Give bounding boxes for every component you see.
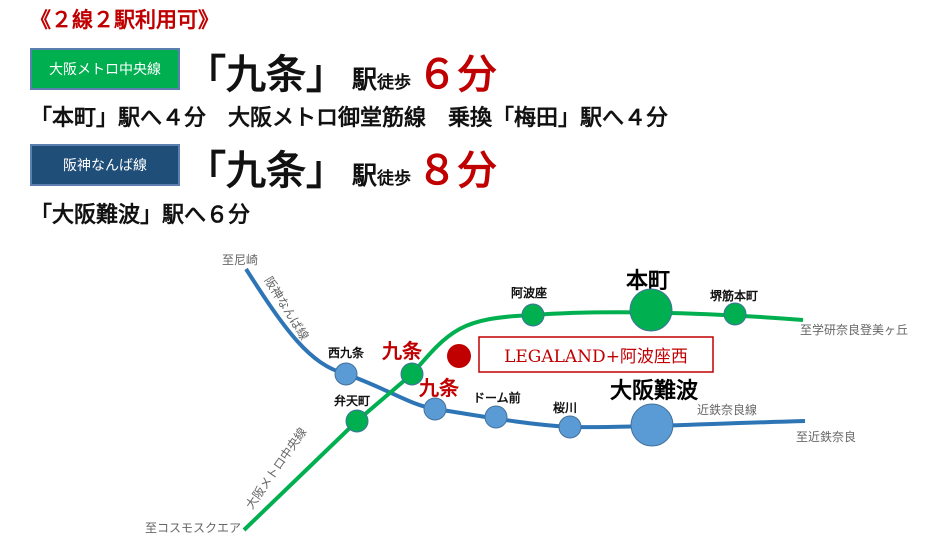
- walk-minutes: ８分: [417, 147, 498, 194]
- label-kujo-chuo: 九条: [381, 339, 423, 363]
- eki-label: 駅: [352, 65, 378, 94]
- station-domemae[interactable]: [484, 405, 508, 429]
- property-box: [478, 336, 714, 373]
- label-nishikujo: 西九条: [328, 345, 365, 360]
- label-honmachi: 本町: [626, 268, 670, 294]
- kintetsu-line-label: 近鉄奈良線: [697, 402, 757, 417]
- property-marker: [447, 344, 471, 368]
- chuo-note: 「本町」駅へ４分 大阪メトロ御堂筋線 乗換「梅田」駅へ４分: [30, 105, 669, 131]
- hanshin-line-label: 阪神なんば線: [261, 274, 312, 343]
- station-namba[interactable]: [630, 403, 674, 447]
- label-awaza: 阿波座: [511, 285, 547, 300]
- page-title: 《２線２駅利用可》: [30, 7, 219, 32]
- label-namba: 大阪難波: [610, 378, 699, 404]
- walk-label: 徒歩: [377, 73, 412, 93]
- eki-label: 駅: [352, 161, 378, 190]
- walk-minutes: ６分: [417, 51, 498, 98]
- station-name: 「九条」: [186, 51, 346, 98]
- station-bentencho[interactable]: [345, 409, 369, 433]
- station-name: 「九条」: [186, 147, 346, 194]
- to-amagasaki: 至尼崎: [222, 253, 258, 267]
- station-nishikujo[interactable]: [334, 362, 358, 386]
- to-nara: 至近鉄奈良: [796, 429, 856, 444]
- hanshin-walk-info: 「九条」 駅徒歩 ８分: [186, 138, 497, 196]
- label-kujo-hanshin: 九条: [418, 376, 460, 400]
- station-sakuragawa[interactable]: [558, 415, 582, 439]
- hanshin-line-badge: 阪神なんば線: [30, 144, 180, 186]
- station-kujo-chuo[interactable]: [400, 362, 424, 386]
- walk-label: 徒歩: [377, 169, 412, 189]
- to-gakken: 至学研奈良登美ヶ丘: [800, 322, 908, 337]
- chuo-walk-info: 「九条」 駅徒歩 ６分: [186, 42, 497, 100]
- station-kujo-hanshin[interactable]: [423, 397, 447, 421]
- label-domemae: ドーム前: [473, 390, 521, 405]
- station-honmachi[interactable]: [629, 288, 673, 332]
- station-awaza[interactable]: [521, 303, 545, 327]
- chuo-line-badge: 大阪メトロ中央線: [30, 48, 180, 90]
- label-sakuragawa: 桜川: [553, 400, 577, 415]
- hanshin-note: 「大阪難波」駅へ６分: [30, 202, 251, 228]
- label-sakaisuji: 堺筋本町: [710, 288, 758, 303]
- property-label: LEGALAND+阿波座西: [504, 347, 688, 367]
- station-sakaisuji[interactable]: [723, 302, 747, 326]
- to-cosmo: 至コスモスクエア: [145, 521, 241, 535]
- label-bentencho: 弁天町: [334, 393, 370, 408]
